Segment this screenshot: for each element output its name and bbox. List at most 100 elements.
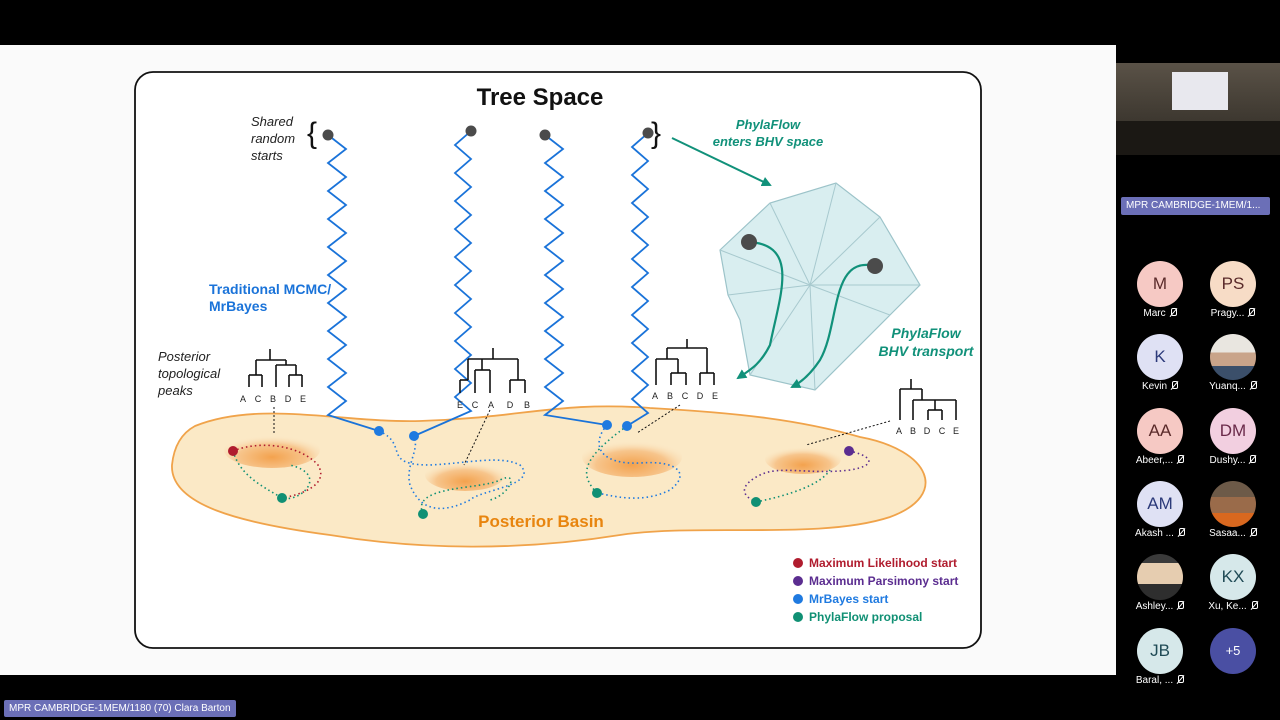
participant-tile[interactable]: PS Pragy... <box>1198 261 1268 319</box>
avatar: PS <box>1210 261 1256 307</box>
svg-text:B: B <box>270 394 276 404</box>
participant-tile[interactable]: AA Abeer,... <box>1125 408 1195 466</box>
svg-text:A: A <box>652 391 658 401</box>
avatar-photo <box>1210 334 1256 380</box>
left-brace: { <box>307 117 317 150</box>
legend-mrbayes-label: MrBayes start <box>809 592 888 606</box>
participant-name: Pragy... <box>1210 308 1245 319</box>
tree-diagram-3 <box>636 339 715 434</box>
mp-start-point <box>844 446 854 456</box>
svg-text:A: A <box>488 400 494 410</box>
mic-muted-icon <box>1247 308 1256 318</box>
tree-4-leaves: A B D C E <box>896 426 959 436</box>
phylaflow-transport-label: PhylaFlow BHV transport <box>879 325 975 359</box>
participant-name: Marc <box>1143 308 1166 319</box>
svg-text:random: random <box>251 131 295 146</box>
peak-3 <box>582 437 682 477</box>
participant-name: Sasaa... <box>1209 528 1246 539</box>
green-trajectory <box>232 450 311 500</box>
svg-text:B: B <box>667 391 673 401</box>
participant-name: Baral, ... <box>1135 675 1174 686</box>
participant-tile[interactable]: Yuanq... <box>1198 334 1268 392</box>
mic-muted-icon <box>1176 675 1185 685</box>
svg-text:B: B <box>910 426 916 436</box>
participant-tile[interactable]: DM Dushy... <box>1198 408 1268 466</box>
mic-muted-icon <box>1176 455 1185 465</box>
bhv-space <box>719 182 921 391</box>
camera-name-label: MPR CAMBRIDGE-1MEM/1... <box>1121 197 1270 215</box>
participant-tile[interactable]: Sasaa... <box>1198 481 1268 539</box>
mcmc-chain-2 <box>413 130 473 437</box>
legend-phylaflow-label: PhylaFlow proposal <box>809 610 922 624</box>
svg-text:C: C <box>472 400 479 410</box>
participant-name: Xu, Ke... <box>1208 601 1247 612</box>
legend-mp-marker <box>793 576 803 586</box>
participant-tile[interactable]: K Kevin <box>1125 334 1195 392</box>
dotted-trajectories <box>232 424 870 515</box>
slide-title: Tree Space <box>477 84 604 111</box>
mic-muted-icon <box>1250 601 1258 611</box>
svg-text:C: C <box>255 394 262 404</box>
peak-1 <box>224 432 320 468</box>
peaks-label: Posterior topological peaks <box>157 349 221 398</box>
shared-slide: Tree Space Shared random starts { } Post… <box>0 45 1116 675</box>
svg-text:D: D <box>285 394 292 404</box>
start-point <box>465 125 477 137</box>
ml-trajectory <box>232 444 322 499</box>
mcmc-chain-4 <box>626 132 650 427</box>
tree-1-leaves: A C B D E <box>240 394 306 404</box>
mic-muted-icon <box>1248 455 1257 465</box>
tree-3-leaves: A B C D E <box>652 391 718 401</box>
svg-text:E: E <box>712 391 718 401</box>
avatar: AA <box>1137 408 1183 454</box>
start-point <box>642 127 654 139</box>
bhv-start-point <box>741 234 757 250</box>
tree-diagram-4 <box>805 379 957 446</box>
svg-text:PhylaFlow: PhylaFlow <box>736 117 801 132</box>
participant-tile[interactable]: KX Xu, Ke... <box>1198 554 1268 612</box>
more-participants-button[interactable]: +5 <box>1198 628 1268 674</box>
room-camera-video[interactable] <box>1116 63 1280 155</box>
participant-tile[interactable]: AM Akash ... <box>1125 481 1195 539</box>
slide-diagram: Tree Space Shared random starts { } Post… <box>134 71 982 649</box>
basin-label: Posterior Basin <box>478 512 604 531</box>
participant-tile[interactable]: Ashley... <box>1125 554 1195 612</box>
posterior-basin <box>171 405 927 548</box>
svg-text:BHV transport: BHV transport <box>879 343 975 359</box>
svg-text:D: D <box>507 400 514 410</box>
enters-bhv-arrow <box>671 137 772 187</box>
svg-text:E: E <box>457 400 463 410</box>
svg-text:C: C <box>939 426 946 436</box>
participant-tile[interactable]: JB Baral, ... <box>1125 628 1195 686</box>
svg-text:B: B <box>524 400 530 410</box>
avatar-photo <box>1210 481 1256 527</box>
legend: Maximum Likelihood start Maximum Parsimo… <box>793 556 958 624</box>
right-brace: } <box>651 117 661 150</box>
avatar: K <box>1137 334 1183 380</box>
svg-text:D: D <box>924 426 931 436</box>
participant-tile[interactable]: M Marc <box>1125 261 1195 319</box>
svg-text:topological: topological <box>158 366 221 381</box>
participant-name: Abeer,... <box>1135 455 1174 466</box>
shared-starts-label: Shared random starts <box>251 114 295 163</box>
svg-text:PhylaFlow: PhylaFlow <box>891 325 961 341</box>
bhv-transport-path-2 <box>790 263 876 388</box>
participant-name: Yuanq... <box>1209 381 1246 392</box>
avatar: M <box>1137 261 1183 307</box>
legend-phylaflow-marker <box>793 612 803 622</box>
svg-text:enters BHV space: enters BHV space <box>713 134 824 149</box>
room-floor <box>1116 121 1280 155</box>
participant-name: Kevin <box>1141 381 1167 392</box>
active-speaker-label: MPR CAMBRIDGE-1MEM/1180 (70) Clara Barto… <box>4 700 236 717</box>
start-point <box>322 129 334 141</box>
more-participants-count: +5 <box>1210 628 1256 674</box>
legend-ml-marker <box>793 558 803 568</box>
mcmc-label: Traditional MCMC/ MrBayes <box>209 281 331 314</box>
mic-muted-icon <box>1176 601 1185 611</box>
mic-muted-icon <box>1249 381 1257 391</box>
svg-text:C: C <box>682 391 689 401</box>
mcmc-chains <box>326 130 650 437</box>
avatar: DM <box>1210 408 1256 454</box>
legend-ml-label: Maximum Likelihood start <box>809 556 957 570</box>
tree-diagram-1 <box>248 349 303 435</box>
